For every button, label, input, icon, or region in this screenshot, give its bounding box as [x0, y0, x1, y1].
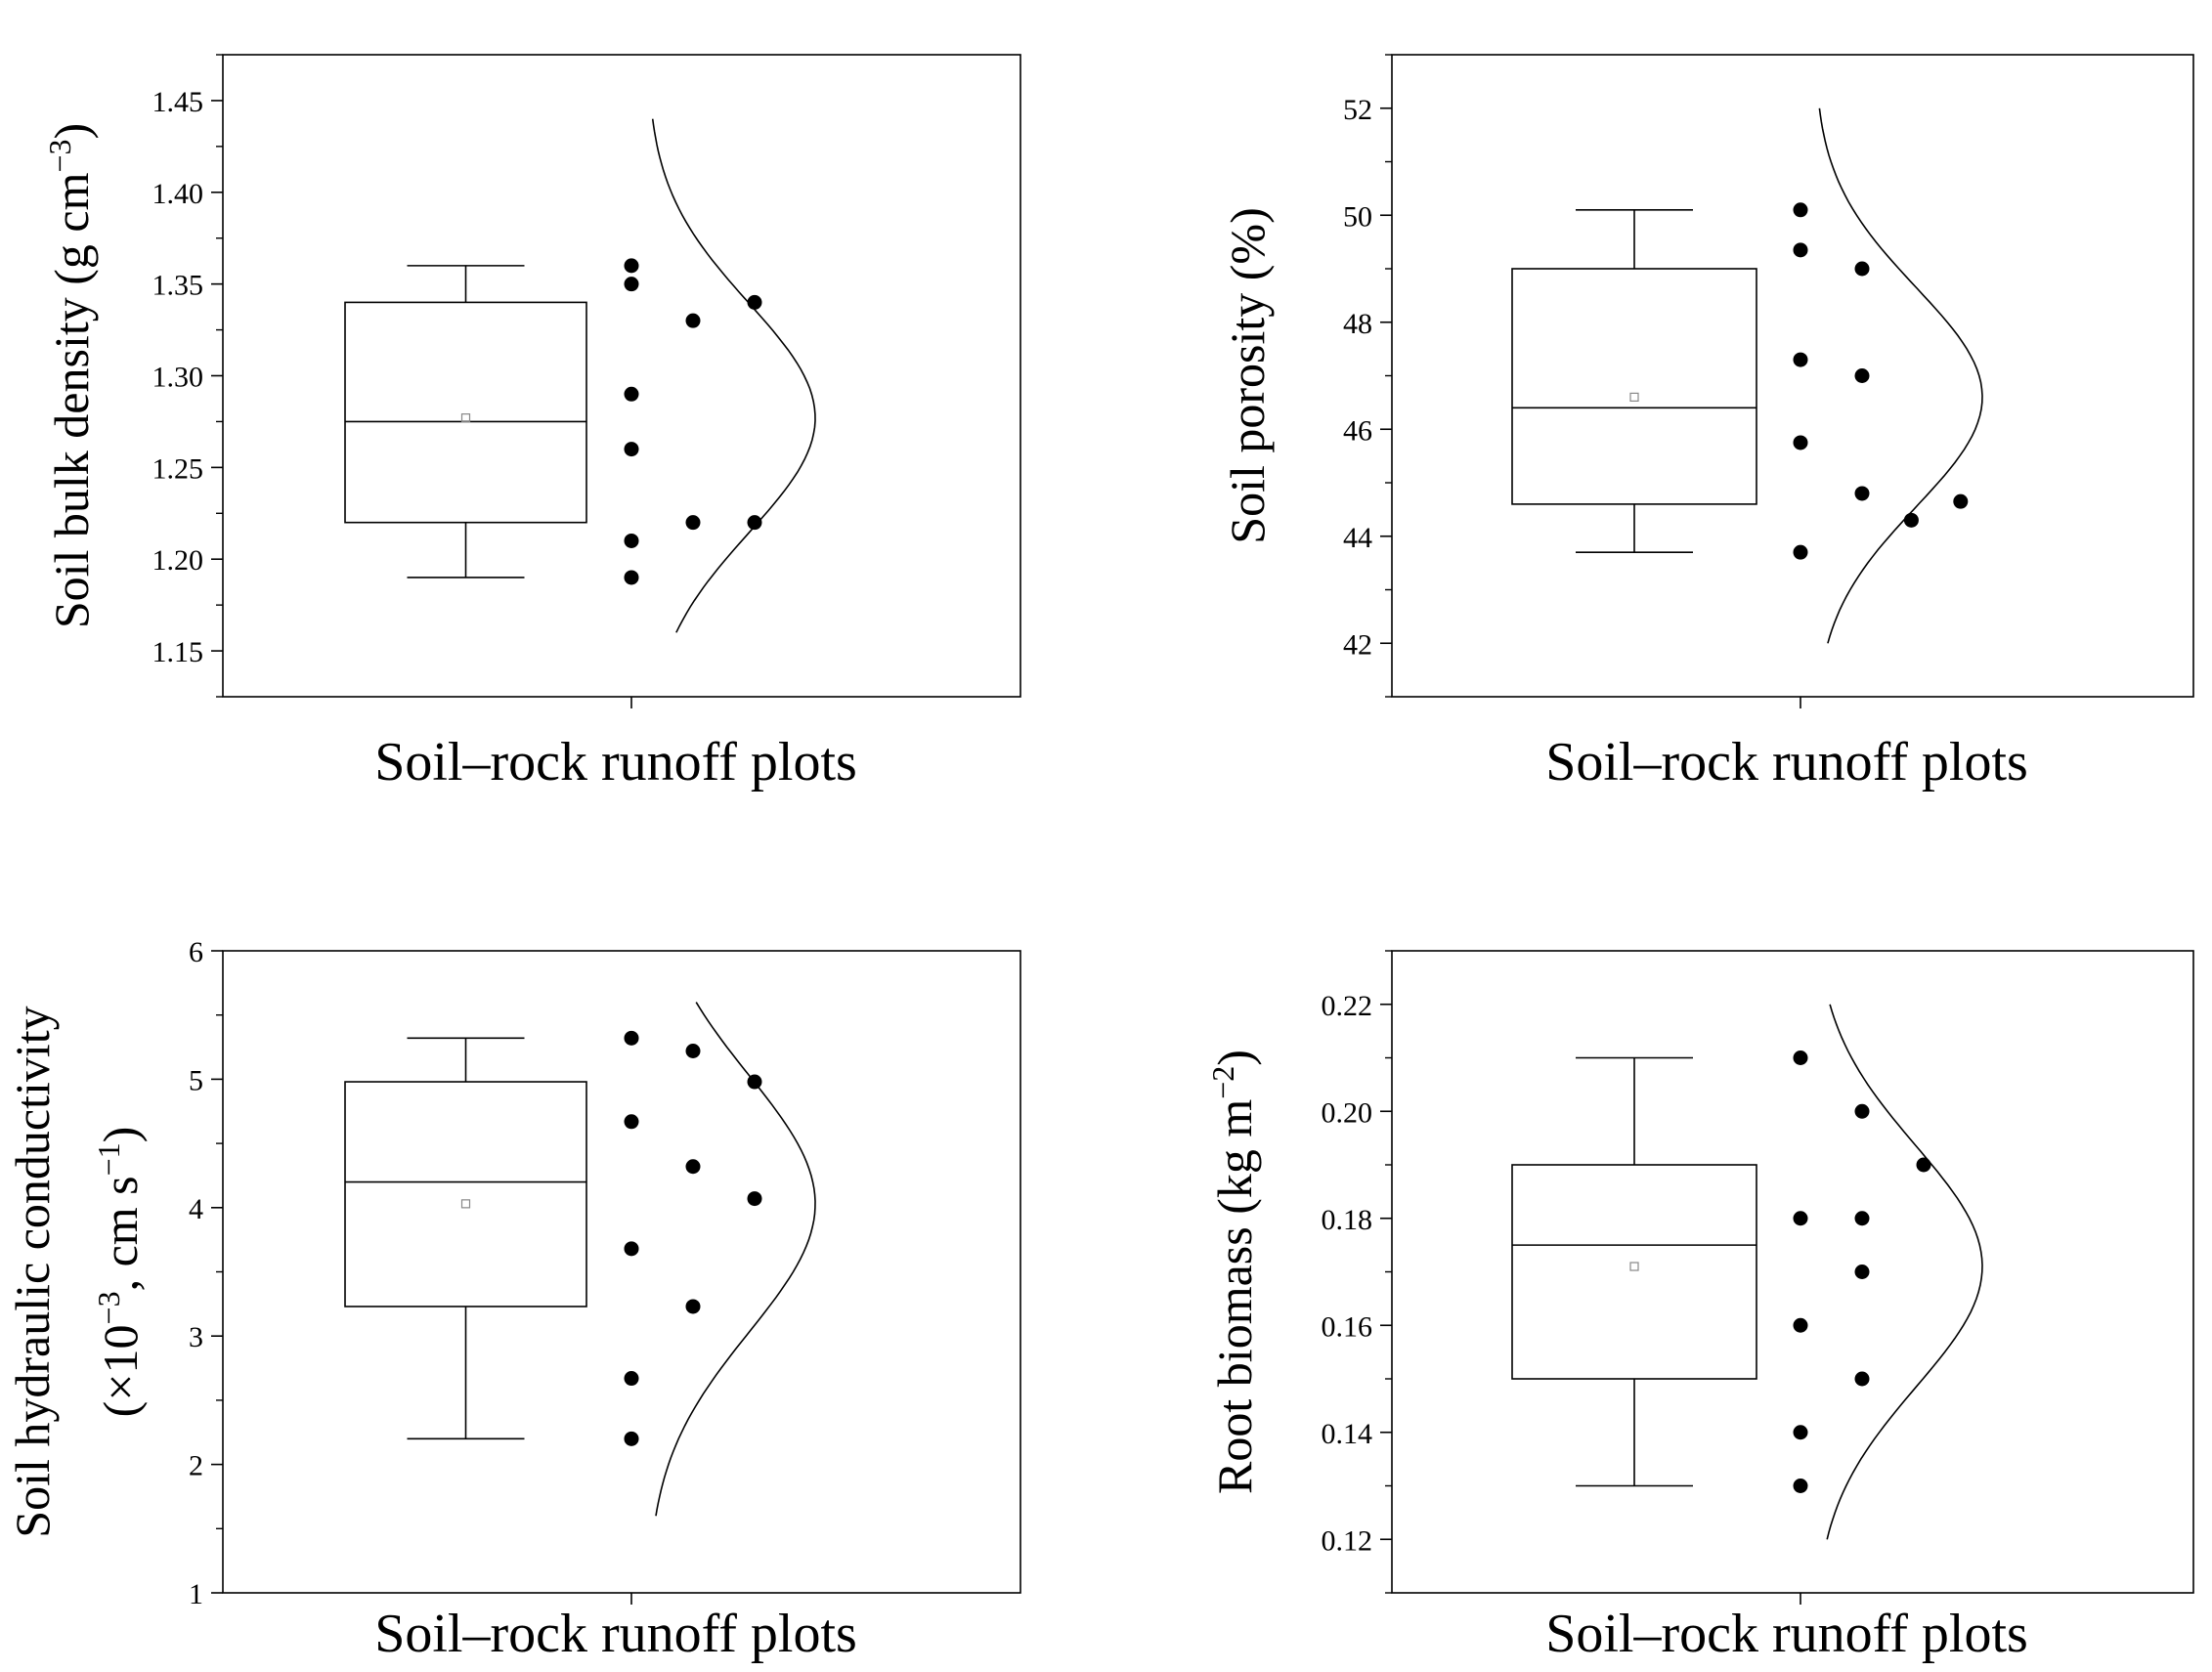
normal-curve — [651, 118, 816, 633]
box-iqr — [344, 301, 587, 524]
data-point — [1916, 1157, 1931, 1173]
data-point — [747, 294, 762, 310]
data-point — [624, 1030, 639, 1046]
x-axis-title: Soil–rock runoff plots — [374, 1604, 857, 1664]
box-mean-marker — [460, 413, 471, 423]
x-axis-title: Soil–rock runoff plots — [1545, 1604, 2028, 1664]
data-point — [624, 533, 639, 548]
data-point — [624, 277, 639, 292]
data-point — [685, 515, 701, 531]
y-tick-label: 2 — [189, 1450, 203, 1482]
y-tick-label: 0.22 — [1322, 990, 1373, 1022]
data-point — [624, 386, 639, 402]
data-point — [1953, 493, 1969, 509]
plot-frame — [222, 950, 1021, 1594]
data-point — [1854, 368, 1870, 383]
y-tick-label: 5 — [189, 1064, 203, 1096]
data-point — [1854, 1103, 1870, 1119]
data-point — [1793, 1425, 1808, 1440]
data-point — [747, 515, 762, 531]
data-point — [624, 1371, 639, 1387]
y-tick-label: 3 — [189, 1321, 203, 1353]
normal-curve — [1818, 107, 1983, 644]
y-tick-label: 1 — [189, 1578, 203, 1610]
x-axis-title: Soil–rock runoff plots — [374, 732, 857, 793]
y-tick-label: 0.18 — [1322, 1204, 1373, 1236]
y-tick-label: 1.35 — [152, 270, 204, 302]
data-point — [685, 313, 701, 328]
data-point — [624, 1241, 639, 1257]
y-tick-label: 0.14 — [1322, 1418, 1373, 1450]
data-point — [1793, 435, 1808, 450]
y-axis-title: Soil hydraulic conductivity — [5, 1006, 60, 1537]
y-tick-label: 0.20 — [1322, 1096, 1373, 1129]
y-axis-title-line2: (×10−3, cm s−1) — [91, 1127, 148, 1418]
y-tick-label: 1.30 — [152, 362, 204, 394]
data-point — [1793, 242, 1808, 258]
data-point — [685, 1299, 701, 1314]
y-tick-label: 48 — [1343, 308, 1372, 340]
data-point — [1793, 202, 1808, 218]
y-tick-label: 0.16 — [1322, 1310, 1373, 1343]
y-tick-label: 46 — [1343, 414, 1372, 447]
data-point — [685, 1043, 701, 1058]
data-point — [1854, 1371, 1870, 1387]
y-tick-label: 0.12 — [1322, 1524, 1373, 1557]
data-point — [1793, 1317, 1808, 1333]
normal-curve — [655, 1002, 816, 1517]
box-iqr — [1511, 268, 1757, 505]
y-tick-label: 1.15 — [152, 636, 204, 668]
box-iqr — [344, 1081, 587, 1308]
y-tick-label: 1.25 — [152, 452, 204, 485]
y-axis-title: Soil porosity (%) — [1220, 207, 1275, 543]
plot-frame — [222, 54, 1021, 698]
data-point — [1903, 512, 1919, 528]
data-point — [1854, 1265, 1870, 1279]
normal-curve — [1826, 1004, 1983, 1540]
y-tick-label: 4 — [189, 1193, 203, 1225]
box-mean-marker — [460, 1199, 471, 1209]
data-point — [1854, 1211, 1870, 1226]
data-point — [624, 1114, 639, 1130]
data-point — [685, 1159, 701, 1175]
y-tick-label: 52 — [1343, 94, 1372, 126]
y-tick-label: 50 — [1343, 200, 1372, 233]
data-point — [1854, 261, 1870, 277]
data-point — [624, 570, 639, 585]
y-tick-label: 1.20 — [152, 544, 204, 577]
y-tick-label: 1.45 — [152, 86, 204, 118]
y-axis-title: Soil bulk density (g cm−3) — [42, 123, 99, 628]
y-tick-label: 6 — [189, 936, 203, 968]
y-tick-label: 42 — [1343, 628, 1372, 661]
data-point — [1793, 1050, 1808, 1065]
y-axis-title: Root biomass (kg m−2) — [1205, 1050, 1262, 1494]
data-point — [1793, 1211, 1808, 1226]
data-point — [1854, 486, 1870, 501]
y-tick-label: 44 — [1343, 522, 1372, 554]
box-mean-marker — [1629, 1262, 1639, 1271]
data-point — [1793, 544, 1808, 560]
box-mean-marker — [1629, 392, 1639, 402]
data-point — [747, 1191, 762, 1207]
box-iqr — [1511, 1164, 1757, 1380]
y-tick-label: 1.40 — [152, 178, 204, 210]
data-point — [624, 258, 639, 274]
data-point — [1793, 1479, 1808, 1493]
data-point — [1793, 352, 1808, 367]
data-point — [624, 1431, 639, 1446]
data-point — [624, 442, 639, 457]
x-axis-title: Soil–rock runoff plots — [1545, 732, 2028, 793]
